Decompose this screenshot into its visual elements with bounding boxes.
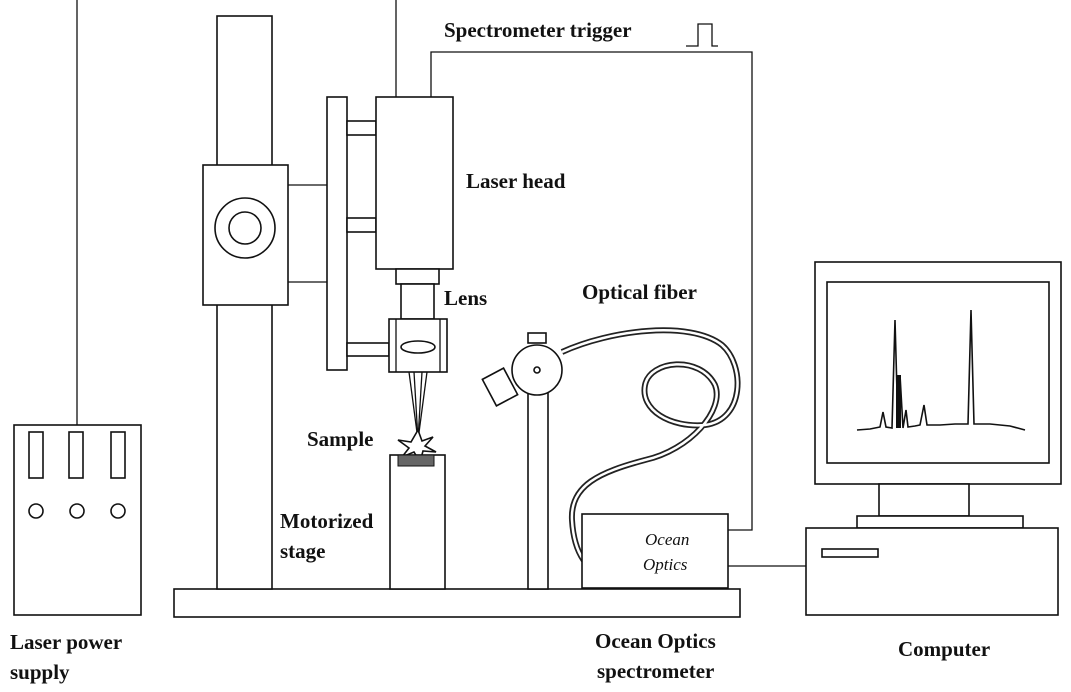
trigger-cable — [430, 23, 753, 531]
power-supply-meter — [110, 431, 126, 479]
label-laser-power-supply-line1: Laser power — [10, 630, 122, 654]
label-ocean-optics-line1: Ocean Optics — [595, 629, 716, 653]
fiber-holder-knob — [481, 367, 519, 407]
fiber-holder-cap — [527, 332, 547, 344]
power-supply-meter — [28, 431, 44, 479]
computer-case — [805, 527, 1059, 616]
label-motorized-stage-line2: stage — [280, 539, 326, 563]
beam-edge — [417, 371, 428, 441]
label-motorized-stage-line1: Motorized — [280, 509, 374, 533]
laser-head — [346, 0, 454, 320]
base-plate — [173, 588, 741, 618]
monitor-screen — [826, 281, 1050, 464]
label-ocean-optics-line2: spectrometer — [597, 659, 714, 683]
motorized-stage — [389, 454, 446, 590]
fiber-holder-stand — [481, 332, 563, 590]
lens-mount-bracket — [346, 342, 390, 357]
power-supply-meter — [68, 431, 84, 479]
fiber-inner — [561, 329, 739, 571]
spectrometer-brand-line2: Optics — [643, 555, 688, 574]
clamp-knob-inner — [228, 211, 262, 245]
label-sample: Sample — [307, 427, 374, 451]
laser-head-body — [375, 96, 454, 270]
monitor-base — [856, 515, 1024, 529]
mounting-plate — [326, 96, 348, 371]
label-lens: Lens — [444, 286, 487, 310]
label-laser-power-supply-line2: supply — [10, 660, 70, 684]
vertical-stand — [202, 15, 348, 590]
label-laser-head: Laser head — [466, 169, 566, 193]
fiber-stand-post — [527, 389, 549, 590]
label-computer: Computer — [898, 637, 990, 661]
sample-piece — [397, 454, 435, 467]
laser-power-supply — [13, 0, 142, 616]
spectrum-trace — [856, 309, 1026, 431]
disk-drive-slot — [821, 548, 879, 558]
laser-mount-bracket — [346, 217, 377, 233]
power-supply-knob — [110, 503, 126, 519]
beam-edge — [417, 371, 423, 441]
computer — [805, 261, 1062, 616]
spectrum-peak-fill — [896, 375, 901, 428]
laser-mount-bracket — [346, 120, 377, 136]
beam-edge — [413, 371, 419, 441]
lens-assembly — [346, 318, 448, 373]
power-supply-knob — [69, 503, 85, 519]
spectrometer-box — [581, 513, 729, 589]
lens-element — [400, 340, 436, 354]
ocean-optics-spectrometer: Ocean Optics — [581, 513, 729, 589]
beam-edge — [408, 371, 419, 441]
trigger-line — [430, 51, 753, 531]
lens-tube — [400, 283, 435, 320]
label-optical-fiber: Optical fiber — [582, 280, 697, 304]
fiber-holder-center — [533, 366, 541, 374]
spectrometer-brand-line1: Ocean — [645, 530, 689, 549]
trigger-pulse-icon — [686, 23, 718, 47]
power-supply-knob — [28, 503, 44, 519]
monitor-neck — [878, 483, 970, 517]
label-spectrometer-trigger: Spectrometer trigger — [444, 18, 632, 42]
laser-aperture — [395, 268, 440, 285]
laser-beam — [408, 371, 428, 441]
